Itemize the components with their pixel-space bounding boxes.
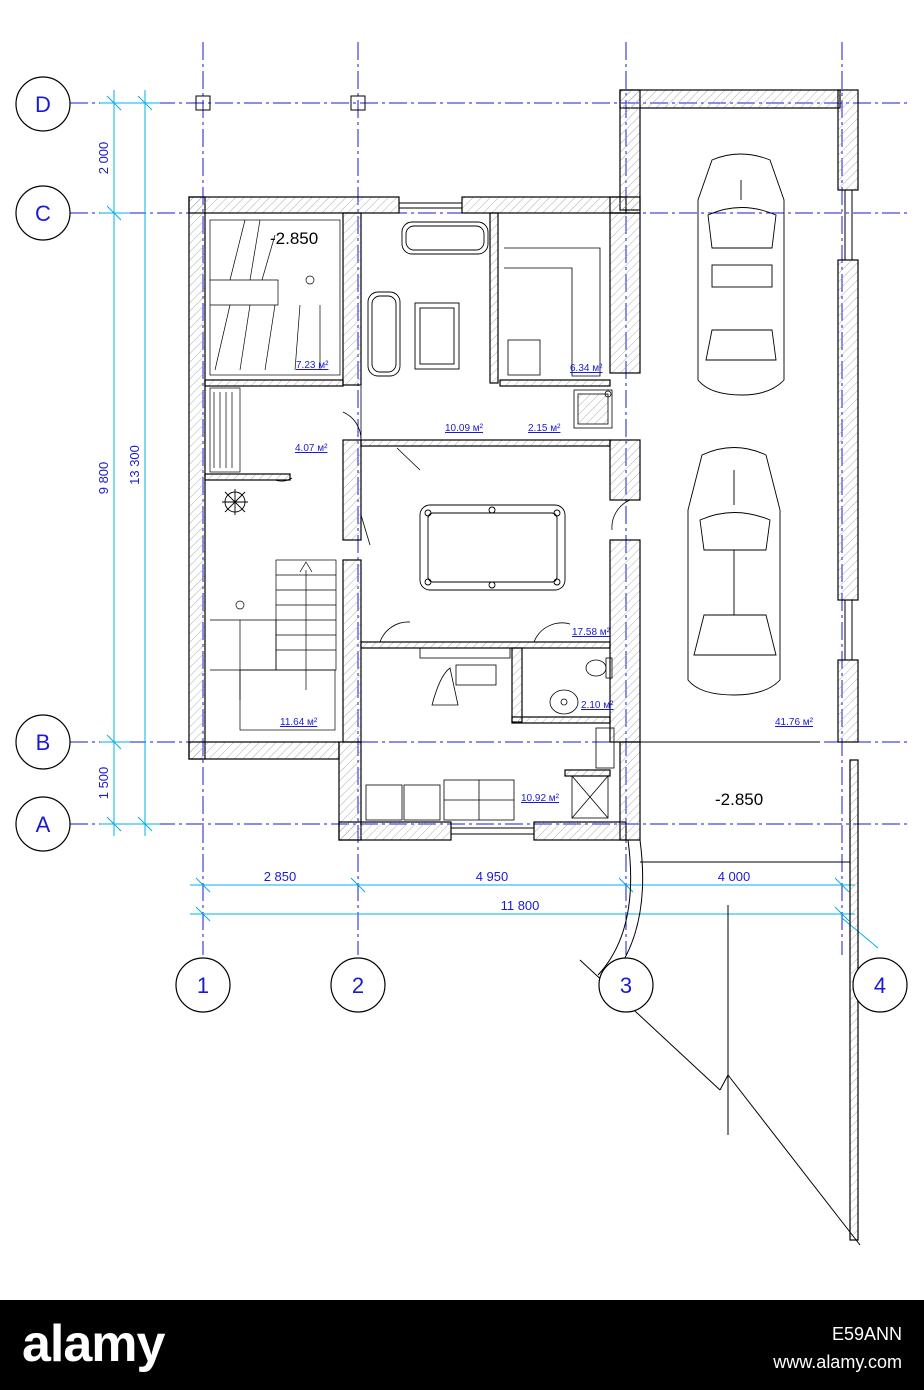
billiard-table: [419, 504, 566, 591]
axis-label-2: 2: [352, 973, 364, 998]
axis-bubbles: [15, 76, 908, 1013]
axis-label-d: D: [35, 92, 51, 117]
car-icon: [697, 153, 785, 396]
axis-label-3: 3: [620, 973, 632, 998]
wc-fixtures: [549, 657, 613, 715]
area-billiard: 17.58 м²: [572, 627, 611, 638]
area-wc: 2.10 м²: [581, 700, 614, 711]
stair-upper: [209, 219, 341, 376]
area-lounge: 10.09 м²: [445, 423, 484, 434]
axis-label-c: C: [35, 201, 51, 226]
image-id: E59ANN: [831, 1324, 902, 1344]
dim-13300: 13 300: [127, 445, 142, 485]
column-marker: [195, 95, 211, 111]
dim-11800: 11 800: [501, 898, 540, 913]
door-swings: [274, 386, 631, 643]
area-stair-upper: 7.23 м²: [296, 360, 329, 371]
floor-plan: D C B A 1 2 3 4 2 000 9 800 13 300 1 500…: [15, 42, 910, 1246]
axis-label-4: 4: [874, 973, 886, 998]
stair-lower: [210, 559, 337, 731]
dim-1500: 1 500: [96, 767, 111, 800]
plant-icon: [222, 489, 248, 515]
area-closet: 4.07 м²: [295, 443, 328, 454]
car-icon: [687, 447, 781, 696]
dim-2000: 2 000: [96, 142, 111, 175]
lounge-furniture: [367, 221, 489, 377]
area-stair-lower: 11.64 м²: [280, 717, 318, 728]
area-room-top-right: 6.34 м²: [570, 363, 603, 374]
image-reference: E59ANN www.alamy.com: [773, 1320, 902, 1376]
area-small-room: 2.15 м²: [528, 423, 561, 434]
brand-logo: alamy: [22, 1315, 165, 1373]
walls: [188, 89, 859, 1241]
axis-label-1: 1: [197, 973, 209, 998]
shower-tray: [573, 389, 613, 429]
axis-label-a: A: [36, 812, 51, 837]
level-mark: -2.850: [270, 229, 318, 248]
closet-shelves: [209, 387, 241, 473]
dim-9800: 9 800: [96, 462, 111, 495]
level-mark: -2.850: [715, 790, 763, 809]
corner-sofa: [504, 247, 601, 377]
dimension-lines: [100, 90, 879, 949]
axis-label-b: B: [36, 730, 51, 755]
area-garage: 41.76 м²: [775, 717, 814, 728]
dim-2850: 2 850: [264, 869, 297, 884]
stock-footer: alamy E59ANN www.alamy.com: [0, 1300, 924, 1390]
column-marker: [350, 95, 366, 111]
dim-4950: 4 950: [476, 869, 509, 884]
dim-4000: 4 000: [718, 869, 751, 884]
utility-furniture: [365, 647, 615, 821]
area-utility: 10.92 м²: [521, 793, 560, 804]
site-url: www.alamy.com: [773, 1352, 902, 1372]
